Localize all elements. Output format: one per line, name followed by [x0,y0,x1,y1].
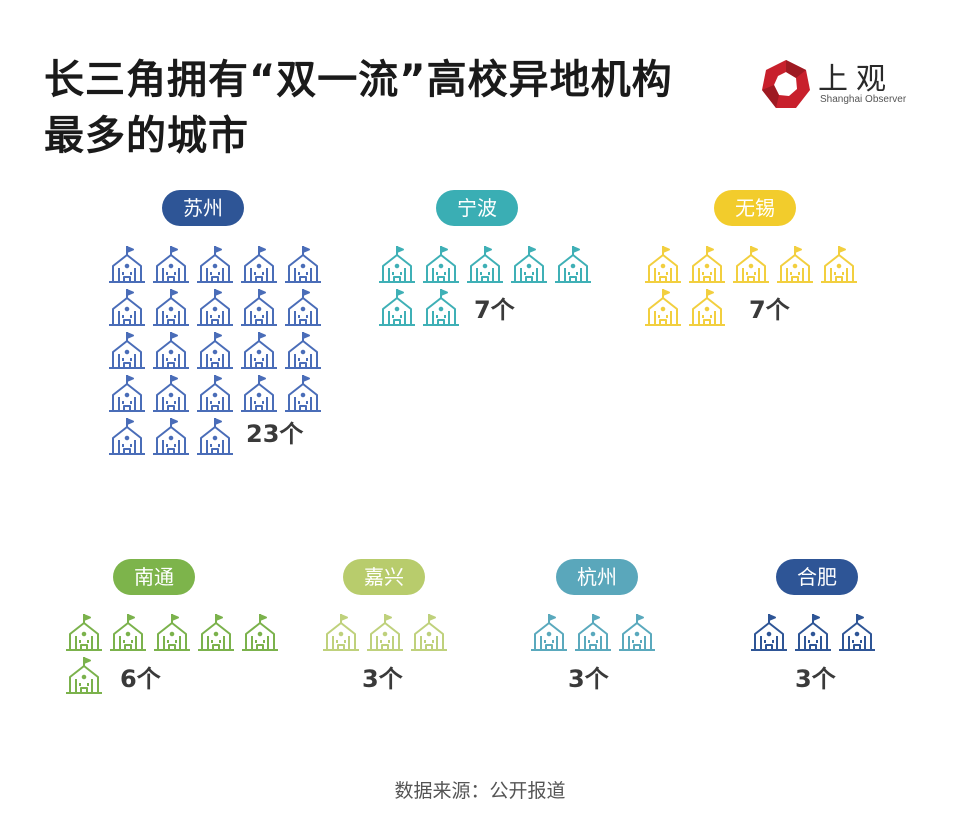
school-icon-ningbo-6 [379,289,415,326]
school-icon-suzhou-15 [285,332,321,369]
title-line-2: 最多的城市 [44,113,249,159]
school-icon-hangzhou-1 [531,614,567,651]
school-icon-jiaxing-2 [367,614,403,651]
logo-name-en: Shanghai Observer [820,94,907,105]
title-line-1: 长三角拥有“双一流”高校异地机构 [44,57,673,103]
school-icon-suzhou-2 [153,246,189,283]
school-icon-ningbo-7 [423,289,459,326]
school-icon-suzhou-14 [241,332,277,369]
school-icon-suzhou-6 [109,289,145,326]
school-icon-ningbo-2 [423,246,459,283]
school-icon-suzhou-21 [109,418,145,455]
school-icon-wuxi-3 [733,246,769,283]
school-icon-suzhou-11 [109,332,145,369]
school-icon-suzhou-13 [197,332,233,369]
school-icon-suzhou-23 [197,418,233,455]
school-icon-suzhou-5 [285,246,321,283]
school-icon-nantong-5 [242,614,278,651]
school-icon-suzhou-22 [153,418,189,455]
city-pill-hangzhou: 杭州 [556,559,638,595]
city-pill-wuxi: 无锡 [714,190,796,226]
shanghai-observer-logo: 上观 Shanghai Observer [760,54,910,114]
city-pill-hefei: 合肥 [776,559,858,595]
data-source-note: 数据来源：公开报道 [394,780,566,802]
count-label-jiaxing: 3个 [362,665,403,693]
school-icon-suzhou-17 [153,375,189,412]
school-icon-nantong-4 [198,614,234,651]
school-icon-suzhou-19 [241,375,277,412]
count-label-wuxi: 7个 [749,296,790,324]
count-label-hangzhou: 3个 [568,665,609,693]
logo-name-cn: 上观 [818,62,894,97]
school-icon-suzhou-1 [109,246,145,283]
school-icon-wuxi-5 [821,246,857,283]
school-icon-ningbo-1 [379,246,415,283]
count-label-nantong: 6个 [120,665,161,693]
count-label-ningbo: 7个 [474,296,515,324]
school-icon-suzhou-16 [109,375,145,412]
school-icon-suzhou-10 [285,289,321,326]
school-icon-hefei-2 [795,614,831,651]
school-icon-nantong-3 [154,614,190,651]
school-icon-wuxi-7 [689,289,725,326]
city-pill-jiaxing: 嘉兴 [343,559,425,595]
school-icon-wuxi-6 [645,289,681,326]
school-icon-ningbo-4 [511,246,547,283]
school-icon-hefei-1 [751,614,787,651]
school-icon-hangzhou-2 [575,614,611,651]
school-icon-wuxi-2 [689,246,725,283]
school-icon-hangzhou-3 [619,614,655,651]
school-icon-hefei-3 [839,614,875,651]
count-label-suzhou: 23个 [246,420,304,448]
school-icon-wuxi-1 [645,246,681,283]
school-icon-nantong-6 [66,657,102,694]
city-pill-nantong: 南通 [113,559,195,595]
school-icon-suzhou-3 [197,246,233,283]
logo-mark-icon [762,60,810,108]
school-icon-suzhou-18 [197,375,233,412]
count-label-hefei: 3个 [795,665,836,693]
school-icon-nantong-2 [110,614,146,651]
city-pill-suzhou: 苏州 [162,190,244,226]
school-icon-suzhou-7 [153,289,189,326]
school-icon-wuxi-4 [777,246,813,283]
school-icon-suzhou-8 [197,289,233,326]
school-icon-suzhou-9 [241,289,277,326]
chart-title: 长三角拥有“双一流”高校异地机构 最多的城市 [44,52,744,164]
school-icon-nantong-1 [66,614,102,651]
school-icon-jiaxing-1 [323,614,359,651]
school-icon-suzhou-4 [241,246,277,283]
city-pill-ningbo: 宁波 [436,190,518,226]
school-icon-jiaxing-3 [411,614,447,651]
school-icon-ningbo-3 [467,246,503,283]
school-icon-suzhou-12 [153,332,189,369]
school-icon-ningbo-5 [555,246,591,283]
school-icon-suzhou-20 [285,375,321,412]
